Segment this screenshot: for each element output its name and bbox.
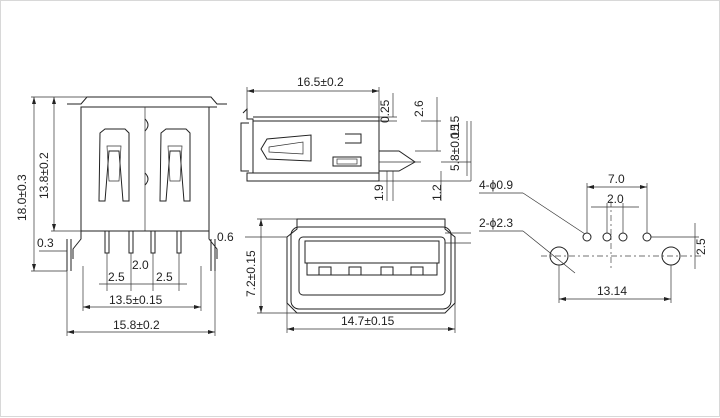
dim-end-plate: 0.6	[217, 230, 234, 244]
dim-side-length: 16.5±0.2	[297, 75, 344, 89]
dim-leg-offset: 0.3	[37, 236, 54, 250]
dim-pitch-right: 2.5	[156, 270, 173, 284]
dim-pcb-large-span: 13.14	[597, 284, 627, 298]
dim-end-width: 14.7±0.15	[341, 314, 395, 328]
pcb-layout: 7.0 2.0 4-ϕ0.9 2-ϕ2.3 2.5 13.14	[479, 172, 708, 303]
side-view: 16.5±0.2 0.25 2.6 0.15 5.8±0.15 1.9 1.2	[240, 75, 472, 201]
end-view: 0.6 7.2±0.15 14.7±0.15	[217, 218, 471, 333]
dim-side-a: 0.25	[378, 99, 392, 123]
dim-total-height: 18.0±0.3	[15, 174, 29, 221]
dim-width: 15.8±0.2	[113, 318, 160, 332]
dim-pitch-left: 2.5	[108, 270, 125, 284]
front-view: 18.0±0.3 13.8±0.2 0.3 2.5 2.0 2.5 13.5±0…	[15, 96, 227, 336]
dim-leg-span: 13.5±0.15	[109, 293, 163, 307]
dim-body-height: 13.8±0.2	[37, 152, 51, 199]
dim-pcb-row-offset: 2.5	[694, 238, 708, 255]
dim-pitch-center: 2.0	[132, 258, 149, 272]
dim-side-d: 5.8±0.15	[448, 124, 462, 171]
dim-pcb-inner: 2.0	[607, 192, 624, 206]
hole-large-label: 2-ϕ2.3	[479, 216, 513, 230]
dim-side-f: 1.2	[430, 184, 444, 201]
dim-side-b: 2.6	[412, 100, 426, 117]
dim-side-c: 0.15	[448, 115, 462, 139]
hole-small-label: 4-ϕ0.9	[479, 178, 513, 192]
dim-side-e: 1.9	[372, 184, 386, 201]
dim-end-height: 7.2±0.15	[244, 250, 258, 297]
dim-pcb-outer: 7.0	[608, 172, 625, 186]
